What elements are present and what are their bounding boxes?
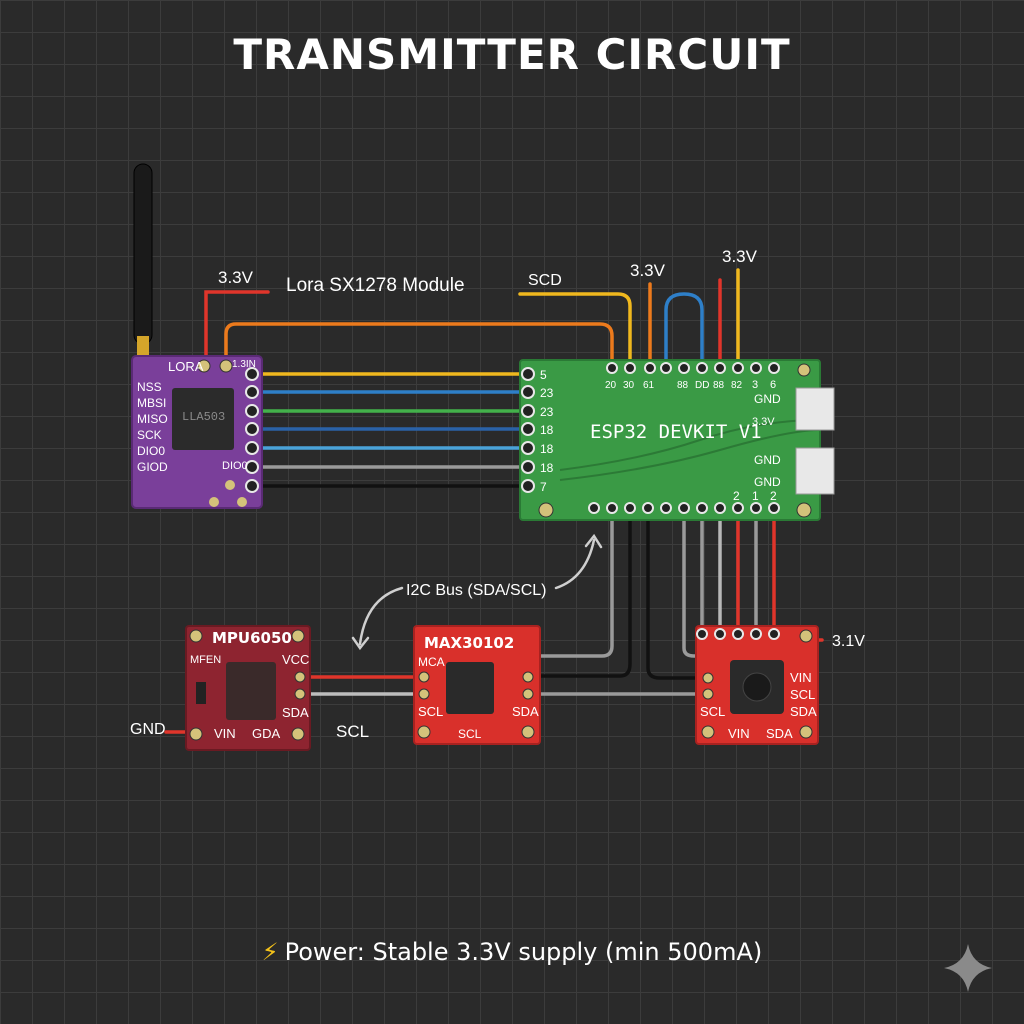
esp32-top-pin-5: 88 [713, 380, 725, 391]
sensor3-top-pins [696, 628, 780, 640]
label-i2c-bus: I2C Bus (SDA/SCL) [406, 582, 546, 599]
arrowhead-up-icon [584, 533, 603, 549]
esp32-bottom-pin-1: 1 [752, 489, 759, 503]
antenna [133, 163, 153, 362]
i2c-arrows [351, 533, 603, 651]
esp32-left-pin-1: 23 [540, 386, 554, 400]
power-note: ⚡Power: Stable 3.3V supply (min 500mA) [0, 938, 1024, 966]
esp32-left-pin-6: 7 [540, 480, 547, 494]
esp32-top-pin-3: 88 [677, 380, 689, 391]
label-sensor3-power: 3.1V [832, 633, 865, 650]
lora-pin-miso: MISO [137, 412, 168, 426]
lora-right-pin: DIO0 [222, 460, 248, 472]
mpu6050-name: MPU6050 [212, 629, 292, 647]
max30102-pin-scl-left: SCL [418, 704, 443, 719]
label-scl-mid: SCL [336, 722, 369, 741]
label-scd: SCD [528, 272, 562, 289]
esp32-left-pin-3: 18 [540, 423, 554, 437]
label-esp-power-2: 3.3V [722, 247, 758, 266]
mpu6050-pin-sda: SDA [282, 705, 309, 720]
mpu6050-left-text: MFEN [190, 654, 221, 666]
max30102-name: MAX30102 [424, 634, 514, 652]
esp32-board [519, 359, 835, 521]
mpu6050-pin-vcc: VCC [282, 652, 309, 667]
lora-name: LORA [168, 359, 204, 374]
lora-pin-mbsi: MBSI [137, 396, 166, 410]
mpu6050-pin-gda: GDA [252, 726, 281, 741]
esp32-bottom-pin-0: 2 [733, 489, 740, 503]
esp32-top-pin-6: 82 [731, 380, 743, 391]
esp32-name: ESP32 DEVKIT V1 [590, 421, 762, 443]
esp32-top-pin-8: 6 [770, 379, 776, 391]
wire-yellow-scd [518, 292, 632, 370]
wires [164, 268, 824, 734]
esp32-top-pin-0: 20 [605, 380, 617, 391]
power-note-text: Power: Stable 3.3V supply (min 500mA) [284, 938, 763, 966]
esp32-top-pin-7: 3 [752, 379, 758, 391]
arrow-to-esp [554, 538, 596, 590]
lora-top-pin: 1.3IN [232, 359, 256, 370]
esp32-side-gnd-3: GND [754, 475, 781, 489]
esp32-top-pins [606, 362, 780, 374]
sensor3-pin-scl-left: SCL [700, 704, 725, 719]
esp32-left-pin-2: 23 [540, 405, 554, 419]
esp32-side-gnd-1: GND [754, 392, 781, 406]
mpu6050-board [185, 625, 311, 751]
max30102-pin-mca: MCA [418, 655, 445, 669]
label-gnd-left: GND [130, 721, 166, 738]
wire-orange-lora [224, 322, 614, 370]
esp32-side-gnd-2: GND [754, 453, 781, 467]
arrowhead-down-icon [351, 636, 370, 651]
label-esp-power-1: 3.3V [630, 261, 666, 280]
sensor3-pin-sda-right: SDA [790, 704, 817, 719]
wire-blue-loop [664, 292, 704, 370]
diagram-title: TRANSMITTER CIRCUIT [233, 30, 791, 79]
esp32-left-pin-0: 5 [540, 368, 547, 382]
wire-black-sensor [646, 506, 710, 680]
arrow-to-mpu [358, 586, 404, 646]
wire-gray-s1 [682, 506, 710, 658]
wire-black-max1 [526, 506, 632, 678]
lora-chip-text: LLA503 [182, 410, 225, 424]
max30102-pin-scl-bottom: SCL [458, 727, 482, 741]
esp32-left-pin-5: 18 [540, 461, 554, 475]
sensor3-pin-vin-bottom: VIN [728, 726, 750, 741]
lora-pin-holes [245, 367, 259, 493]
esp32-bottom-pin-2: 2 [770, 489, 777, 503]
lora-pin-dio0: DIO0 [137, 444, 165, 458]
sensor3-board [695, 625, 819, 745]
wire-red-lora-power [204, 290, 270, 364]
sensor3-pin-vin-right: VIN [790, 670, 812, 685]
sensor3-pin-sda-bottom: SDA [766, 726, 793, 741]
esp32-bottom-pins [588, 502, 780, 514]
esp32-left-pin-4: 18 [540, 442, 554, 456]
lora-pin-giod: GIOD [137, 460, 168, 474]
max30102-board [413, 625, 541, 745]
mpu6050-pin-vin: VIN [214, 726, 236, 741]
lora-pin-sck: SCK [137, 428, 162, 442]
label-lora-module: Lora SX1278 Module [286, 275, 465, 296]
lora-pin-nss: NSS [137, 380, 162, 394]
max30102-pin-sda: SDA [512, 704, 539, 719]
sensor3-pin-scl-right: SCL [790, 687, 815, 702]
lora-module [131, 355, 263, 509]
esp32-top-pin-4: DD [695, 380, 709, 391]
esp32-side-3v3: 3.3V [752, 416, 775, 428]
wire-gray-max [526, 506, 614, 658]
esp32-left-pins [521, 367, 535, 493]
esp32-top-pin-2: 61 [643, 380, 655, 391]
esp32-top-pin-1: 30 [623, 380, 635, 391]
lightning-bolt-icon: ⚡ [261, 938, 279, 966]
sparkle-icon [944, 944, 992, 992]
label-lora-power: 3.3V [218, 268, 254, 287]
